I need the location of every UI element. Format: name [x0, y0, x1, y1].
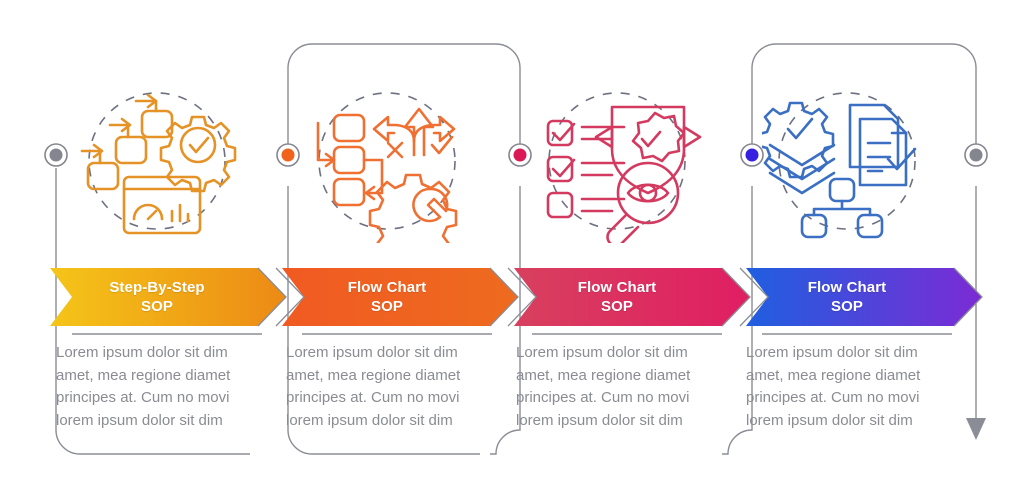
dashed-circle-icon	[548, 92, 686, 230]
step-1: Step-By-Step SOP Lorem ipsum dolor sit d…	[42, 0, 272, 500]
banner-arrow-3[interactable]	[514, 268, 750, 326]
step-4: Flow Chart SOP Lorem ipsum dolor sit dim…	[732, 0, 962, 500]
banner-chevron-notch-2	[275, 267, 305, 327]
dashed-circle-icon	[318, 92, 456, 230]
banner-chevron-notch-3	[507, 267, 537, 327]
marker-1[interactable]	[276, 143, 300, 167]
checklist-icon	[546, 119, 626, 219]
connector-panel-4-left	[722, 186, 753, 455]
flow-end-arrow	[966, 418, 986, 440]
marker-3[interactable]	[740, 143, 764, 167]
step-4-description: Lorem ipsum dolor sit dim amet, mea regi…	[746, 344, 921, 429]
step-2-title-line1: Flow Chart	[347, 279, 427, 296]
step-4-title-line1: Flow Chart	[807, 279, 887, 296]
connector-panel-1	[55, 290, 250, 455]
step-1-title-line2: SOP	[141, 298, 173, 315]
dashed-circle-icon	[88, 92, 226, 230]
banner-arrow-1[interactable]	[50, 268, 286, 326]
marker-start[interactable]	[44, 143, 68, 167]
banner-chevron-outline-4	[953, 267, 983, 327]
step-3: Flow Chart SOP Lorem ipsum dolor sit dim…	[502, 0, 732, 500]
hierarchy-tree-icon	[800, 177, 884, 239]
step-1-title-line1: Step-By-Step	[109, 279, 205, 296]
shield-badge-icon	[594, 105, 702, 195]
step-1-banner[interactable]: Step-By-Step SOP	[42, 268, 272, 326]
magnifier-eye-icon	[606, 161, 680, 243]
flow-boxes-icon	[316, 113, 384, 207]
branching-arrows-icon	[372, 107, 456, 159]
connector-arc-top-4	[751, 43, 977, 152]
marker-2[interactable]	[508, 143, 532, 167]
gear-check-icon	[159, 115, 237, 193]
connector-arc-top-2	[287, 43, 521, 152]
step-3-description: Lorem ipsum dolor sit dim amet, mea regi…	[516, 344, 691, 429]
dashed-circle-icon	[778, 92, 916, 230]
banner-chevron-outline-1	[257, 267, 287, 327]
step-3-title-line2: SOP	[601, 298, 633, 315]
layered-gear-check-icon	[762, 101, 836, 195]
banner-chevron-outline-3	[721, 267, 751, 327]
step-2-title-line2: SOP	[371, 298, 403, 315]
step-1-icon-group	[42, 78, 272, 248]
banner-chevron-notch-4	[739, 267, 769, 327]
step-1-description: Lorem ipsum dolor sit dim amet, mea regi…	[56, 344, 231, 429]
connector-panel-2-right	[490, 186, 521, 455]
step-4-banner[interactable]: Flow Chart SOP	[732, 268, 962, 326]
step-3-icon-group	[502, 78, 732, 248]
process-steps-icon	[80, 93, 174, 191]
marker-end[interactable]	[964, 143, 988, 167]
banner-chevron-outline-2	[489, 267, 519, 327]
step-3-title-line1: Flow Chart	[577, 279, 657, 296]
step-2-icon-group	[272, 78, 502, 248]
connector-panel-2	[287, 186, 480, 455]
documents-check-icon	[848, 103, 917, 187]
gear-wrench-icon	[368, 173, 458, 243]
banner-arrow-4[interactable]	[746, 268, 982, 326]
step-4-title-line2: SOP	[831, 298, 863, 315]
step-2-description: Lorem ipsum dolor sit dim amet, mea regi…	[286, 344, 461, 429]
step-2: Flow Chart SOP Lorem ipsum dolor sit dim…	[272, 0, 502, 500]
step-4-icon-group	[732, 78, 962, 248]
dashboard-chart-icon	[122, 175, 202, 235]
step-2-banner[interactable]: Flow Chart SOP	[272, 268, 502, 326]
banner-arrow-2[interactable]	[282, 268, 518, 326]
step-3-banner[interactable]: Flow Chart SOP	[502, 268, 732, 326]
